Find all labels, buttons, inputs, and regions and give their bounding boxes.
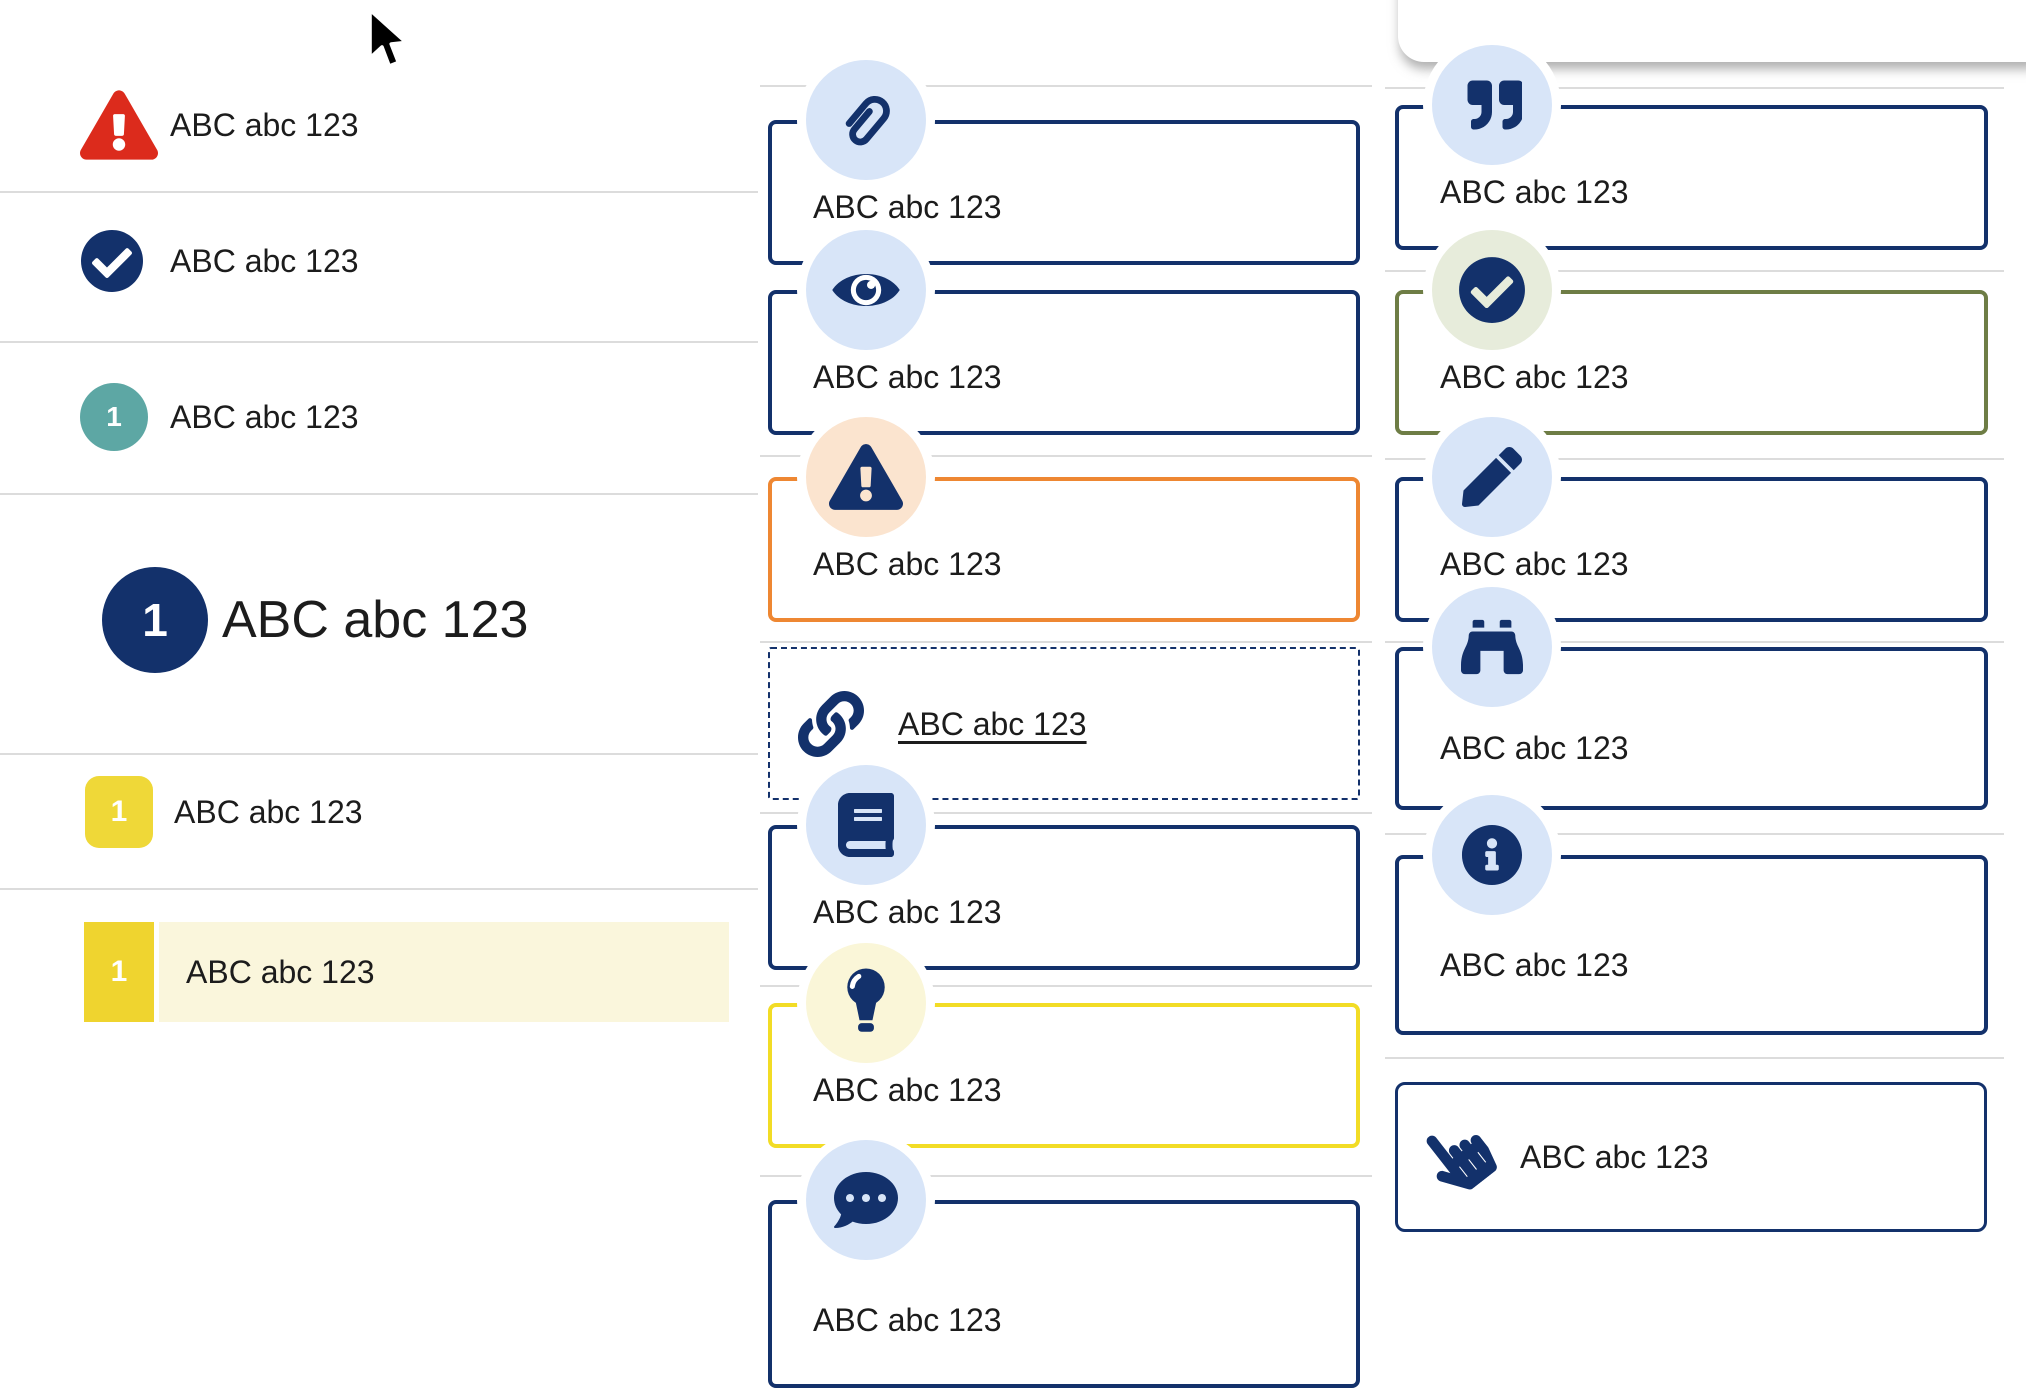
divider: [1385, 1057, 2004, 1059]
callout-text: ABC abc 123: [813, 1072, 1002, 1108]
callout-text: ABC abc 123: [813, 894, 1002, 930]
callout-text: ABC abc 123: [1440, 546, 1629, 582]
highlight-background: [159, 922, 729, 1022]
callout-text: ABC abc 123: [813, 189, 1002, 225]
callout-text: ABC abc 123: [813, 359, 1002, 395]
callout-text: ABC abc 123: [1440, 359, 1629, 395]
divider: [1385, 641, 2004, 643]
number-badge: 1: [85, 776, 153, 848]
callout-text: ABC abc 123: [813, 1302, 1002, 1338]
book-icon: [837, 793, 895, 857]
callout-icon-badge: [1432, 230, 1552, 350]
callout-eye: ABC abc 123: [768, 230, 1360, 435]
callout-text: ABC abc 123: [1520, 1139, 1709, 1175]
number-badge: 1: [80, 383, 148, 451]
callout-icon-badge: [1432, 45, 1552, 165]
callout-icon-badge: [806, 943, 926, 1063]
callout-icon-badge: [1432, 795, 1552, 915]
divider: [760, 641, 1372, 643]
divider: [760, 1175, 1372, 1177]
callout-icon-badge: [1432, 587, 1552, 707]
divider: [0, 888, 758, 890]
divider: [1385, 270, 2004, 272]
callout-edit: ABC abc 123: [1395, 417, 1988, 622]
callout-tip: ABC abc 123: [768, 943, 1360, 1148]
callout-icon-badge: [806, 60, 926, 180]
callout-quote: ABC abc 123: [1395, 45, 1988, 250]
divider: [760, 85, 1372, 87]
callout-pointer[interactable]: ABC abc 123: [1395, 1082, 1987, 1232]
badge-number: 1: [142, 594, 168, 646]
callout-warning: ABC abc 123: [768, 417, 1360, 622]
list-item-label: ABC abc 123: [170, 107, 359, 143]
eye-icon: [830, 263, 902, 317]
link-icon: [798, 691, 864, 757]
callout-comment: ABC abc 123: [768, 1140, 1360, 1388]
divider: [1385, 458, 2004, 460]
divider: [0, 753, 758, 755]
pencil-icon: [1462, 447, 1522, 507]
warning-triangle-icon: [829, 444, 903, 510]
callout-text: ABC abc 123: [1440, 174, 1629, 210]
check-circle-icon: [80, 229, 144, 293]
left-list: ABC abc 123 ABC abc 123 1 ABC abc 123 1 …: [0, 0, 758, 1392]
callout-icon-badge: [806, 765, 926, 885]
callout-success: ABC abc 123: [1395, 230, 1988, 435]
warning-triangle-icon: [80, 90, 158, 160]
list-item-label: ABC abc 123: [170, 399, 359, 435]
divider: [1385, 87, 2004, 89]
badge-number: 1: [110, 795, 128, 828]
list-item-label: ABC abc 123: [170, 243, 359, 279]
callout-text: ABC abc 123: [1440, 730, 1629, 766]
divider: [760, 812, 1372, 814]
lightbulb-icon: [842, 967, 890, 1039]
callout-info: ABC abc 123: [1395, 795, 1988, 1035]
paperclip-icon: [822, 76, 909, 163]
divider: [0, 341, 758, 343]
link-text[interactable]: ABC abc 123: [898, 705, 1087, 742]
divider: [0, 493, 758, 495]
divider: [760, 985, 1372, 987]
badge-number: 1: [110, 955, 128, 988]
callout-icon-badge: [806, 417, 926, 537]
mouse-cursor: [366, 6, 414, 78]
badge-number: 1: [106, 401, 122, 432]
number-badge: 1: [102, 567, 208, 673]
number-badge: 1: [84, 922, 154, 1022]
list-item-label: ABC abc 123: [174, 794, 363, 830]
comment-dots-icon: [834, 1168, 898, 1232]
callout-icon-badge: [1432, 417, 1552, 537]
divider: [0, 191, 758, 193]
binoculars-icon: [1461, 616, 1523, 678]
hand-pointer-icon: [1413, 1112, 1502, 1203]
callout-icon-badge: [806, 1140, 926, 1260]
callout-search: ABC abc 123: [1395, 587, 1988, 810]
callout-text: ABC abc 123: [1440, 947, 1629, 983]
callout-icon-badge: [806, 230, 926, 350]
divider: [1385, 833, 2004, 835]
info-circle-icon: [1461, 824, 1523, 886]
callout-text: ABC abc 123: [813, 546, 1002, 582]
quote-icon: [1462, 77, 1522, 133]
list-item-label: ABC abc 123: [186, 954, 375, 990]
divider: [760, 455, 1372, 457]
check-circle-icon: [1458, 256, 1526, 324]
page-title: ABC abc 123: [222, 591, 529, 649]
